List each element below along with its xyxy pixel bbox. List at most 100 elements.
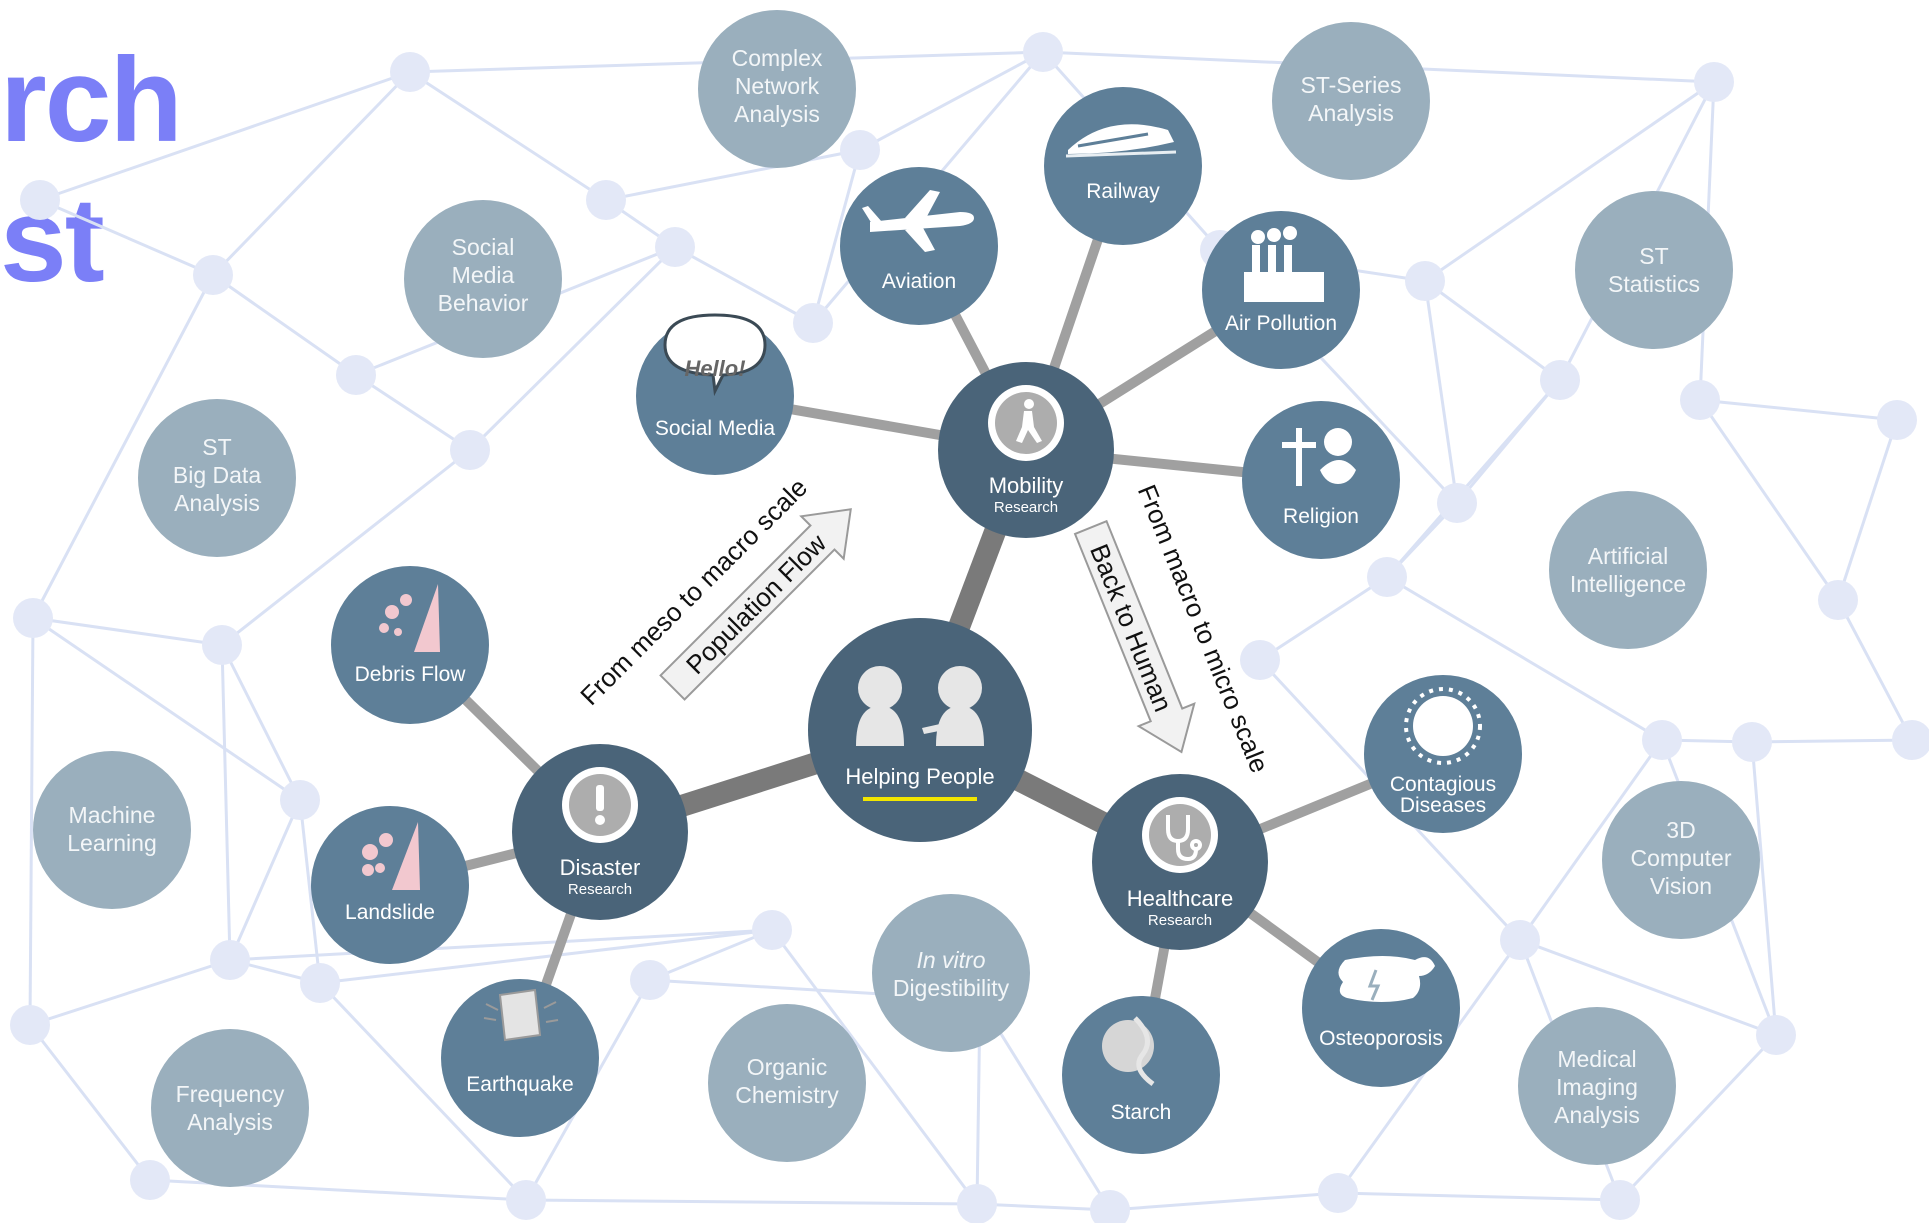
hub-mobility: Mobility Research [938,362,1114,538]
mesh-edge [525,1198,978,1206]
mesh-node [336,355,376,395]
topic-social-media-label: Social Media [655,417,776,440]
mesh-node [1367,557,1407,597]
mesh-edge [1519,938,1777,1037]
skill-artificial-intelligence: Artificial Intelligence [1549,491,1707,649]
skill-frequency-line2: Analysis [187,1109,273,1135]
topic-osteoporosis: Osteoporosis [1302,929,1460,1087]
hub-disaster-label: Disaster [560,855,641,880]
skill-in-vitro-line2: Digestibility [893,975,1010,1001]
mesh-edge [1423,280,1459,504]
landslide-icon [362,822,420,890]
mesh-edge [220,644,232,961]
skill-st-series-analysis: ST-Series Analysis [1272,22,1430,180]
mesh-node [655,227,695,267]
topic-osteoporosis-label: Osteoporosis [1319,1027,1443,1050]
mesh-edge [220,644,302,801]
mesh-node [1756,1015,1796,1055]
skill-ml-line1: Machine [69,802,156,828]
starch-granule-icon [1102,1016,1155,1087]
mesh-edge [298,799,322,984]
topic-starch: Starch [1062,996,1220,1154]
skill-st-big-data-line2: Big Data [173,462,261,488]
skill-st-series-line1: ST-Series [1301,72,1402,98]
skill-3d-computer-vision: 3D Computer Vision [1602,781,1760,939]
mesh-node [202,625,242,665]
mesh-node [1877,400,1917,440]
mesh-edge [976,1202,1111,1212]
mesh-edge [1518,739,1664,941]
mesh-edge [28,1024,152,1181]
mesh-edge [1337,1191,1621,1202]
mesh-node [957,1184,997,1223]
hub-disaster: Disaster Research [512,744,688,920]
skill-in-vitro-digestibility: In vitro Digestibility [872,894,1030,1052]
skill-organic-line2: Chemistry [735,1082,839,1108]
center-node: Helping People [808,618,1032,842]
hub-healthcare-label: Healthcare [1127,886,1233,911]
topic-aviation-label: Aviation [882,270,956,293]
mesh-edge [32,616,301,802]
skill-st-series-line2: Analysis [1308,100,1394,126]
topic-railway: Railway [1044,87,1202,245]
mesh-edge [674,245,814,325]
mesh-edge [468,245,677,452]
skill-st-statistics-line1: ST [1639,243,1668,269]
mesh-edge [1836,599,1914,741]
bone-icon [1338,956,1435,1002]
mesh-edge [1699,398,1898,422]
mesh-edge [649,928,773,982]
debris-flow-icon [379,584,440,652]
mesh-node [390,52,430,92]
mesh-node [1405,261,1445,301]
mesh-node [1318,1173,1358,1213]
mesh-edge [1424,279,1561,382]
mesh-edge [39,70,411,202]
hub-nodes: Mobility Research Disaster Research [512,362,1268,950]
skill-organic-line1: Organic [747,1054,828,1080]
mesh-node [280,780,320,820]
skill-complex-network-line3: Analysis [734,101,820,127]
mesh-node [1600,1180,1640,1220]
factory-icon [1244,226,1324,302]
mesh-node [586,180,626,220]
skill-social-media-behavior-line1: Social [452,234,515,260]
topic-landslide: Landslide [311,806,469,964]
mesh-edge [228,799,302,961]
topic-landslide-label: Landslide [345,901,435,924]
population-flow-label: Population Flow [680,528,832,680]
mesh-node [506,1180,546,1220]
mesh-edge [605,148,861,202]
virus-icon [1404,687,1482,765]
skill-ai-line2: Intelligence [1570,571,1686,597]
stethoscope-icon [1166,815,1202,862]
skill-social-media-behavior-line2: Media [452,262,515,288]
skill-in-vitro-line1: In vitro [916,947,985,973]
skill-frequency-line1: Frequency [176,1081,285,1107]
topic-earthquake: Earthquake [441,979,599,1137]
topic-earthquake-label: Earthquake [466,1073,573,1096]
topic-air-pollution: Air Pollution [1202,211,1360,369]
mesh-node [210,940,250,980]
skill-complex-network-analysis: Complex Network Analysis [698,10,856,168]
mesh-edge [319,928,773,985]
speech-bubble-text: Hello! [684,356,745,381]
skill-medical-line1: Medical [1557,1046,1636,1072]
skill-social-media-behavior-line3: Behavior [438,290,529,316]
mesh-edge [770,929,979,1205]
skill-medical-line3: Analysis [1554,1102,1640,1128]
skill-st-big-data-analysis: ST Big Data Analysis [138,399,296,557]
topic-air-pollution-label: Air Pollution [1225,312,1337,335]
mesh-edge [1259,575,1388,662]
skill-complex-network-line2: Network [735,73,820,99]
mesh-node [1090,1190,1130,1223]
mesh-edge [1424,80,1715,283]
topic-debris-flow: Debris Flow [331,566,489,724]
mesh-edge [1455,379,1562,504]
mesh-node [300,963,340,1003]
hub-mobility-sub: Research [994,499,1058,516]
mesh-edge [221,448,471,647]
hub-disaster-sub: Research [568,881,632,898]
mesh-edge [978,999,1112,1211]
